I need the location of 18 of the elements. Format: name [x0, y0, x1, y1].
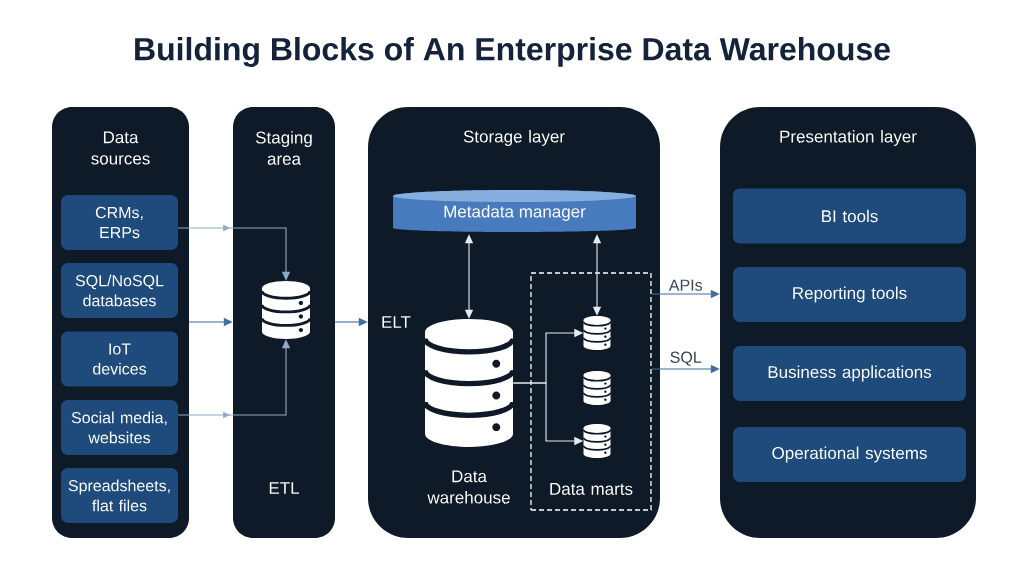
icon-caption: Data warehouse: [427, 470, 510, 504]
metadata-band: Metadata manager: [393, 190, 636, 232]
rounded-box: Reporting tools: [733, 267, 966, 322]
rounded-box: Social media, websites: [61, 400, 178, 455]
title: Building Blocks of An Enterprise Data Warehouse: [135, 37, 890, 67]
rounded-box: Business applications: [733, 346, 966, 401]
edge-label: SQL: [667, 349, 704, 368]
edge-label: APIs: [666, 277, 705, 293]
edge-label: ELT: [379, 314, 413, 330]
dashed-group-box: Data marts: [530, 272, 652, 511]
rounded-box: Operational systems: [733, 427, 966, 482]
column-panel: Staging area ETL: [233, 107, 335, 538]
rounded-box: SQL/NoSQL databases: [61, 263, 178, 318]
rounded-box: Spreadsheets, flat files: [61, 468, 178, 523]
database-icon: [260, 281, 312, 339]
rounded-box: IoT devices: [61, 331, 178, 387]
rounded-box: CRMs, ERPs: [61, 195, 178, 250]
rounded-box: BI tools: [733, 188, 966, 244]
